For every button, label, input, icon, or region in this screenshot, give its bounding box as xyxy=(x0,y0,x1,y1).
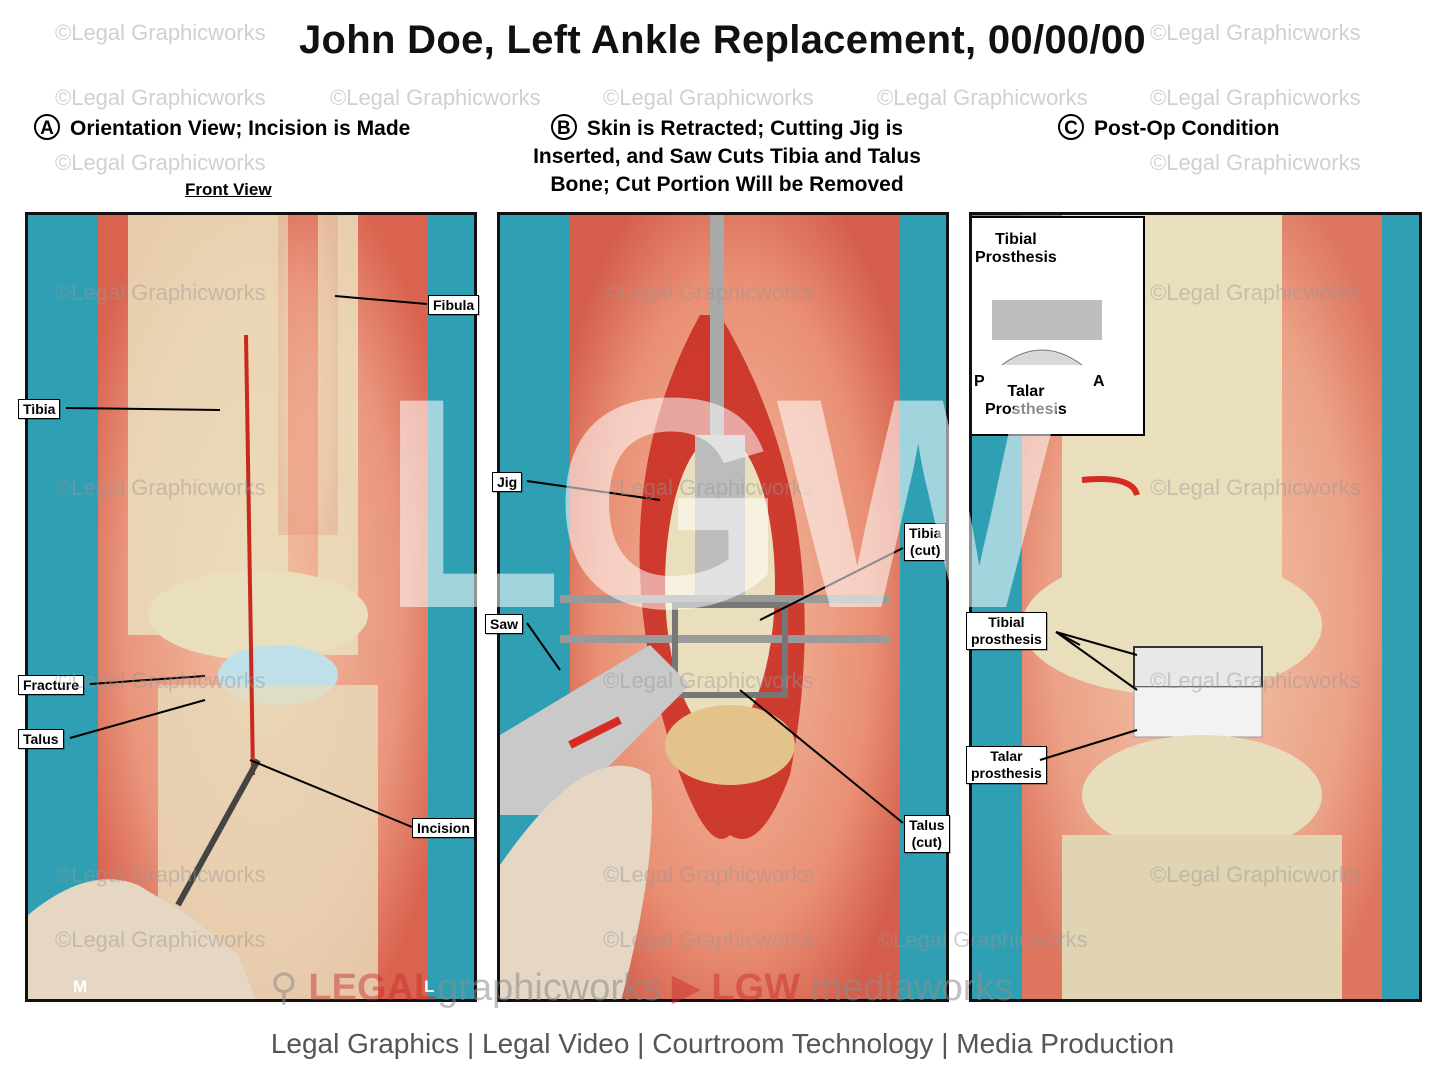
inset-anterior-marker: A xyxy=(1093,373,1105,390)
label-talus-cut-line1: Talus xyxy=(909,817,945,833)
panel-a-drawing xyxy=(28,215,428,999)
section-b-title-line1: Skin is Retracted; Cutting Jig is xyxy=(586,117,904,140)
brand-legal: LEGAL xyxy=(308,967,438,1009)
panel-b-illustration xyxy=(497,212,949,1002)
label-talar-prosthesis-line2: prosthesis xyxy=(971,765,1042,781)
label-talus: Talus xyxy=(18,729,64,749)
panel-a-illustration: M L xyxy=(25,212,477,1002)
label-talar-prosthesis: Talar prosthesis xyxy=(966,746,1047,784)
watermark: ©Legal Graphicworks xyxy=(877,85,1088,110)
label-saw: Saw xyxy=(485,614,524,634)
watermark: ©Legal Graphicworks xyxy=(1150,150,1361,175)
section-b-title-line3: Bone; Cut Portion Will be Removed xyxy=(550,173,904,196)
brand-logo-line: ⚲ LEGALgraphicworks ▶ LGW mediaworks xyxy=(270,965,1013,1010)
label-tibial-prosthesis-line2: prosthesis xyxy=(971,631,1042,647)
label-tibia-cut-line2: (cut) xyxy=(910,542,941,558)
section-a-subheading: Front View xyxy=(185,180,272,199)
section-c-title: Post-Op Condition xyxy=(1094,117,1280,140)
label-tibia-cut-line1: Tibia xyxy=(909,525,942,541)
panel-b-drawing xyxy=(500,215,900,999)
magnifier-icon: ⚲ xyxy=(270,967,298,1009)
section-b-heading: B Skin is Retracted; Cutting Jig is Inser… xyxy=(507,114,947,199)
watermark: ©Legal Graphicworks xyxy=(55,85,266,110)
inset-posterior-marker: P xyxy=(974,373,985,390)
section-a-heading: A Orientation View; Incision is Made xyxy=(34,114,411,143)
section-c-marker: C xyxy=(1058,114,1084,141)
panel-c-drawing xyxy=(972,215,1382,999)
label-fracture: Fracture xyxy=(18,675,85,695)
label-incision: Incision xyxy=(412,818,475,838)
brand-lgw: LGW xyxy=(711,967,801,1009)
watermark: ©Legal Graphicworks xyxy=(603,85,814,110)
label-inset-talar-prosthesis: Talar Prosthesis xyxy=(985,383,1067,419)
section-c-heading: C Post-Op Condition xyxy=(1058,114,1280,143)
label-inset-talar-line2: Prosthesis xyxy=(985,401,1067,418)
label-jig: Jig xyxy=(492,472,523,492)
watermark: ©Legal Graphicworks xyxy=(330,85,541,110)
play-icon: ▶ xyxy=(671,967,701,1009)
section-a-marker: A xyxy=(34,114,60,141)
label-tibial-prosthesis: Tibial prosthesis xyxy=(966,612,1047,650)
label-inset-tibial-line1: Tibial xyxy=(995,231,1037,248)
footer-services: Legal Graphics | Legal Video | Courtroom… xyxy=(270,1028,1175,1059)
watermark: ©Legal Graphicworks xyxy=(55,150,266,175)
label-inset-talar-line1: Talar xyxy=(1007,383,1045,400)
brand-graphicworks: graphicworks xyxy=(437,967,662,1009)
section-b-marker: B xyxy=(550,114,577,141)
label-talus-cut: Talus (cut) xyxy=(904,815,950,853)
label-inset-tibial-prosthesis: Tibial Prosthesis xyxy=(975,231,1057,267)
orientation-lateral: L xyxy=(424,977,435,996)
label-talus-cut-line2: (cut) xyxy=(911,834,942,850)
page-title: John Doe, Left Ankle Replacement, 00/00/… xyxy=(299,18,1146,62)
label-fibula: Fibula xyxy=(428,295,480,315)
label-tibia-cut: Tibia (cut) xyxy=(904,523,947,561)
panel-c-illustration xyxy=(969,212,1422,1002)
orientation-medial: M xyxy=(73,977,88,996)
section-b-title-line2: Inserted, and Saw Cuts Tibia and Talus xyxy=(533,145,921,168)
label-talar-prosthesis-line1: Talar xyxy=(990,748,1023,764)
label-tibial-prosthesis-line1: Tibial xyxy=(988,614,1025,630)
brand-mediaworks: mediaworks xyxy=(810,967,1014,1009)
watermark: ©Legal Graphicworks xyxy=(1150,85,1361,110)
section-a-title: Orientation View; Incision is Made xyxy=(70,117,411,140)
label-tibia: Tibia xyxy=(18,399,61,419)
label-inset-tibial-line2: Prosthesis xyxy=(975,249,1057,266)
